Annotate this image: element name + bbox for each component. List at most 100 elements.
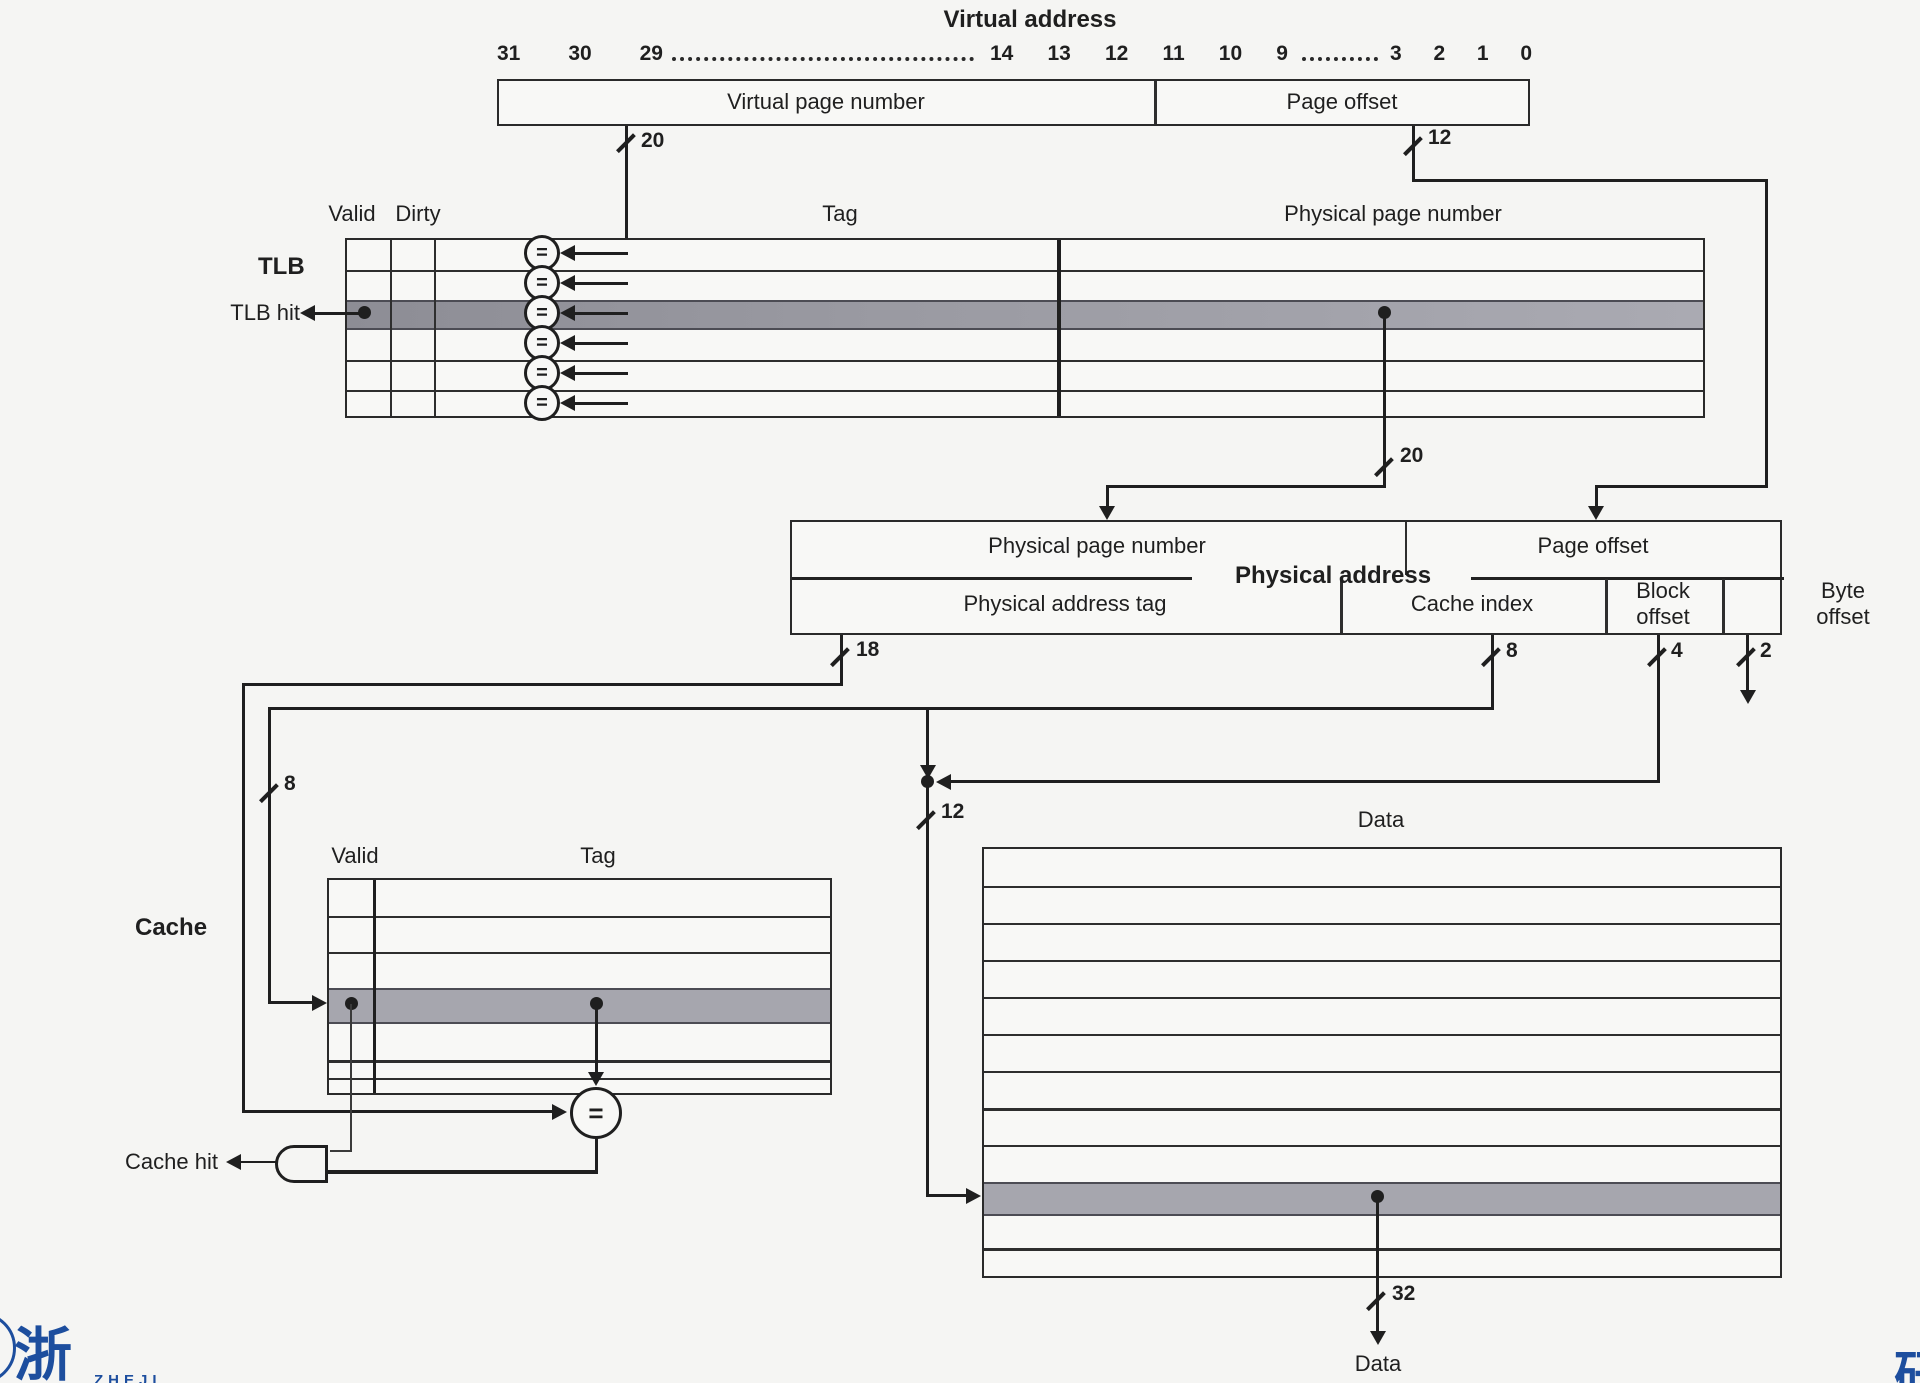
pa-top-divider: [1405, 522, 1407, 575]
bit-label: 2: [1433, 42, 1446, 65]
wire-data-index-12-v: [926, 783, 929, 1197]
cache-valid-header: Valid: [331, 843, 379, 868]
index-block-junction-dot: [921, 775, 934, 788]
wire-block-4-h: [948, 780, 1660, 783]
bit-label: 0: [1520, 42, 1532, 65]
wire-tag-18-v1: [840, 635, 843, 686]
data-array-table: [982, 847, 1782, 1278]
wire-index-8-h1: [268, 707, 1494, 710]
tlb-dirty-column-line: [434, 240, 436, 416]
virtual-address-box: [497, 79, 1530, 126]
cache-valid-dot: [345, 997, 358, 1010]
cache-label: Cache: [135, 914, 208, 941]
data-row-separator: [984, 1034, 1780, 1036]
data-row-separator: [984, 1108, 1780, 1111]
pa-cache-index-label: Cache index: [1410, 591, 1534, 616]
bit-label: 13: [1047, 42, 1071, 65]
tlb-row-separator: [347, 360, 1703, 362]
wire-index-8-v1: [1491, 635, 1494, 710]
cache-row-separator: [329, 1078, 830, 1080]
block-offset-line1: Block: [1636, 578, 1690, 603]
wire-cache-valid-jog: [330, 1150, 352, 1152]
wire-data-index-h: [926, 1194, 970, 1197]
data-row-separator: [984, 997, 1780, 999]
wire-block-4-v: [1657, 635, 1660, 783]
wire-byte-2-v: [1746, 635, 1749, 692]
tlb-table: [345, 238, 1705, 418]
virtual-address-title: Virtual address: [943, 6, 1117, 33]
logo-character-left: 浙: [14, 1321, 73, 1383]
cache-row-separator: [329, 952, 830, 954]
arrow-tlb-hit: [300, 305, 315, 321]
byte-bit-count: 2: [1760, 639, 1772, 662]
wire-comparator-feed: [574, 401, 628, 405]
wire-tag-18-v2: [242, 683, 245, 1113]
pa-block-byte-divider: [1722, 579, 1725, 633]
bit-label: 29: [639, 42, 663, 65]
bit-label: 31: [497, 42, 521, 65]
pa-page-offset-label: Page offset: [1537, 533, 1649, 558]
block-bit-count: 4: [1671, 639, 1683, 662]
wire-cache-hit: [240, 1160, 278, 1163]
block-offset-line2: offset: [1636, 604, 1690, 629]
data-row-separator: [984, 1248, 1780, 1251]
wire-ppn-20-v: [1383, 313, 1386, 488]
arrow-tag-into-eq: [588, 1072, 604, 1086]
tlb-valid-column-line: [390, 240, 392, 416]
tag-bit-count: 18: [856, 638, 880, 661]
cache-index-bit-count: 8: [284, 772, 296, 795]
cache-table: [327, 878, 832, 1095]
bit-label: 3: [1390, 42, 1402, 65]
index-bit-count: 8: [1506, 639, 1518, 662]
byte-offset-line1: Byte: [1820, 578, 1866, 603]
wire-data-out-v: [1376, 1197, 1379, 1332]
wire-index-into-cache: [268, 1001, 316, 1004]
arrow-ppn-into-pa: [1099, 506, 1115, 520]
logo-character-right: 研: [1894, 1334, 1920, 1383]
tlb-ppn-dot: [1378, 306, 1391, 319]
arrow-cache-hit: [226, 1154, 241, 1170]
tlb-comparator-icon: =: [524, 385, 560, 421]
wire-comparator-feed: [574, 341, 628, 345]
data-index-bit-count: 12: [941, 800, 965, 823]
wire-offset-12-v1: [1412, 126, 1415, 182]
va-field-divider: [1154, 81, 1157, 124]
physical-address-title: Physical address: [1234, 562, 1432, 589]
arrow-comparator: [560, 335, 575, 351]
wire-index-branch-v: [926, 707, 929, 779]
data-row-separator: [984, 1145, 1780, 1147]
arrow-index-into-cache: [312, 994, 327, 1011]
bit-label: 11: [1162, 42, 1185, 65]
tlb-hit-label: TLB hit: [230, 300, 300, 325]
data-out-bit-count: 32: [1392, 1282, 1416, 1305]
pa-ppn-label: Physical page number: [988, 533, 1206, 558]
arrow-offset-into-pa: [1588, 506, 1604, 520]
arrow-comparator: [560, 305, 575, 321]
tlb-tag-header: Tag: [822, 201, 858, 226]
arrow-comparator: [560, 395, 575, 411]
wire-tag-18-h1: [242, 683, 843, 686]
pa-mid-line-left: [792, 577, 1192, 580]
wire-comparator-feed: [574, 311, 628, 315]
bit-label: 14: [990, 42, 1014, 65]
tlb-row-separator: [347, 390, 1703, 392]
bit-label: 1: [1476, 42, 1489, 65]
cache-valid-column-line: [373, 880, 376, 1093]
arrow-comparator: [560, 245, 575, 261]
wire-offset-12-v2: [1765, 179, 1768, 488]
wire-ppn-20-h: [1106, 485, 1386, 488]
pa-mid-line-right: [1471, 577, 1784, 580]
data-row-separator: [984, 923, 1780, 925]
bit-dots-leader-2: [1302, 57, 1378, 61]
wire-comparator-feed: [574, 251, 628, 255]
data-row-separator: [984, 960, 1780, 962]
data-row-separator: [984, 886, 1780, 888]
bit-label: 9: [1276, 42, 1288, 65]
tlb-tag-ppn-divider: [1057, 240, 1061, 416]
tlb-row-separator: [347, 270, 1703, 272]
wire-cache-valid-v: [350, 1004, 352, 1152]
va-page-offset-label: Page offset: [1286, 89, 1398, 114]
ppn-bit-count: 20: [1400, 444, 1424, 467]
